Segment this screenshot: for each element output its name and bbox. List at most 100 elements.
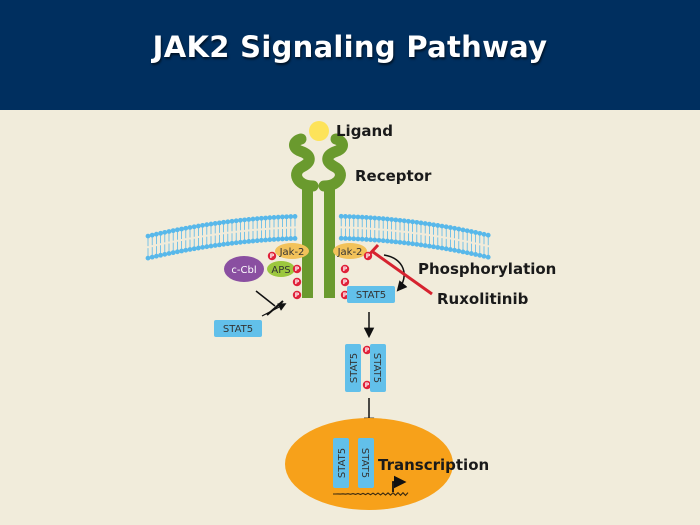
lipid-head xyxy=(401,218,407,224)
stat5-nucleus-right-label: STAT5 xyxy=(359,448,370,478)
lipid-head xyxy=(225,241,231,247)
lipid-head xyxy=(288,236,294,241)
lipid-head xyxy=(154,253,159,259)
lipid-head xyxy=(280,236,285,242)
phospho-dot xyxy=(267,251,277,261)
stat5-nucleus-left-label: STAT5 xyxy=(337,448,348,478)
phospho-dot-label: P xyxy=(295,292,300,299)
phospho-dot-label: P xyxy=(365,347,370,354)
lipid-head xyxy=(422,221,428,226)
lipid-head xyxy=(414,219,420,225)
stat5-free-label: STAT5 xyxy=(223,324,253,335)
lipid-head xyxy=(267,215,273,221)
lipid-head xyxy=(355,236,361,242)
lipid-head xyxy=(427,221,432,227)
lipid-head xyxy=(162,229,168,235)
lipid-head xyxy=(406,240,411,246)
lipid-head xyxy=(439,245,445,251)
lipid-head xyxy=(246,239,252,244)
lipid-head xyxy=(372,237,378,243)
lipid-head xyxy=(229,240,235,246)
lipid-head xyxy=(359,236,365,242)
lipid-head xyxy=(372,215,378,221)
lipid-head xyxy=(481,253,487,259)
lipid-head xyxy=(183,247,189,253)
lipid-head xyxy=(443,246,449,252)
lipid-head xyxy=(242,217,248,223)
lipid-head xyxy=(166,229,172,234)
phospho-dot-label: P xyxy=(270,253,275,260)
ruxolitinib-label: Ruxolitinib xyxy=(437,290,529,308)
stat5-dimer-left xyxy=(345,344,361,392)
aps-protein xyxy=(267,261,295,277)
ccbl-inhibition-bar xyxy=(266,300,284,316)
ruxolitinib-inhibition-line xyxy=(372,250,433,296)
lipid-head xyxy=(389,217,394,222)
phospho-dot xyxy=(340,264,350,274)
lipid-head xyxy=(191,224,197,230)
lipid-head xyxy=(149,254,155,260)
phospho-dot-label: P xyxy=(343,279,348,286)
lipid-head xyxy=(196,223,201,229)
lipid-head xyxy=(427,243,432,249)
lipid-head xyxy=(431,244,436,250)
lipid-head xyxy=(233,218,239,224)
stat5-nucleus-left xyxy=(333,438,349,488)
lipid-head xyxy=(191,246,197,252)
lipid-head xyxy=(385,238,390,244)
stat5-recruitment-arrow xyxy=(261,303,287,317)
lipid-head xyxy=(452,225,457,231)
lipid-head xyxy=(469,251,474,256)
stat5-dimer-right xyxy=(370,344,386,392)
lipid-head xyxy=(154,231,159,237)
lipid-head xyxy=(263,237,268,243)
stat5-dimer-cytoplasm: STAT5 STAT5 xyxy=(345,344,386,392)
lipid-head xyxy=(179,226,185,232)
lipid-head xyxy=(284,214,289,220)
ccbl-inhibition-line xyxy=(255,290,276,307)
lipid-head xyxy=(410,219,415,225)
lipid-head xyxy=(393,239,399,245)
lipid-head xyxy=(221,219,227,225)
lipid-head xyxy=(359,214,365,220)
lipid-head xyxy=(170,228,176,234)
lipid-head xyxy=(380,238,386,244)
lipid-head xyxy=(271,215,277,220)
lipid-head xyxy=(452,247,457,253)
lipid-head xyxy=(380,216,386,222)
ligand-label: Ligand xyxy=(336,122,393,140)
lipid-head xyxy=(217,220,222,226)
lipid-head xyxy=(275,236,281,242)
lipid-head xyxy=(267,237,273,243)
lipid-head xyxy=(250,216,256,222)
lipid-head xyxy=(393,217,399,223)
lipid-head xyxy=(351,236,357,242)
lipid-head xyxy=(364,215,369,220)
ccbl-protein xyxy=(224,256,264,282)
receptor-left-stem xyxy=(302,186,313,298)
stat5-receptor-bound-label: STAT5 xyxy=(356,290,386,301)
lipid-head xyxy=(183,225,189,231)
dna-strand xyxy=(333,491,409,497)
lipid-head xyxy=(187,225,193,230)
lipid-head xyxy=(204,244,210,250)
lipid-head xyxy=(364,237,369,242)
lipid-head xyxy=(481,231,487,237)
lipid-head xyxy=(389,239,394,244)
lipid-head xyxy=(376,215,382,221)
lipid-head xyxy=(179,248,185,254)
lipid-head xyxy=(200,222,206,228)
stat5-dimer-nucleus: STAT5 STAT5 xyxy=(333,438,374,488)
stat5-dimer-left-label: STAT5 xyxy=(349,353,360,383)
lipid-head xyxy=(233,240,239,246)
lipid-head xyxy=(355,214,361,220)
lipid-head xyxy=(263,215,268,221)
phosphorylation-label: Phosphorylation xyxy=(418,260,556,278)
lipid-head xyxy=(200,244,206,250)
header-bar xyxy=(0,0,700,110)
lipid-head xyxy=(460,249,466,255)
lipid-head xyxy=(351,214,357,220)
lipid-head xyxy=(229,218,235,224)
lipid-head xyxy=(469,229,474,234)
